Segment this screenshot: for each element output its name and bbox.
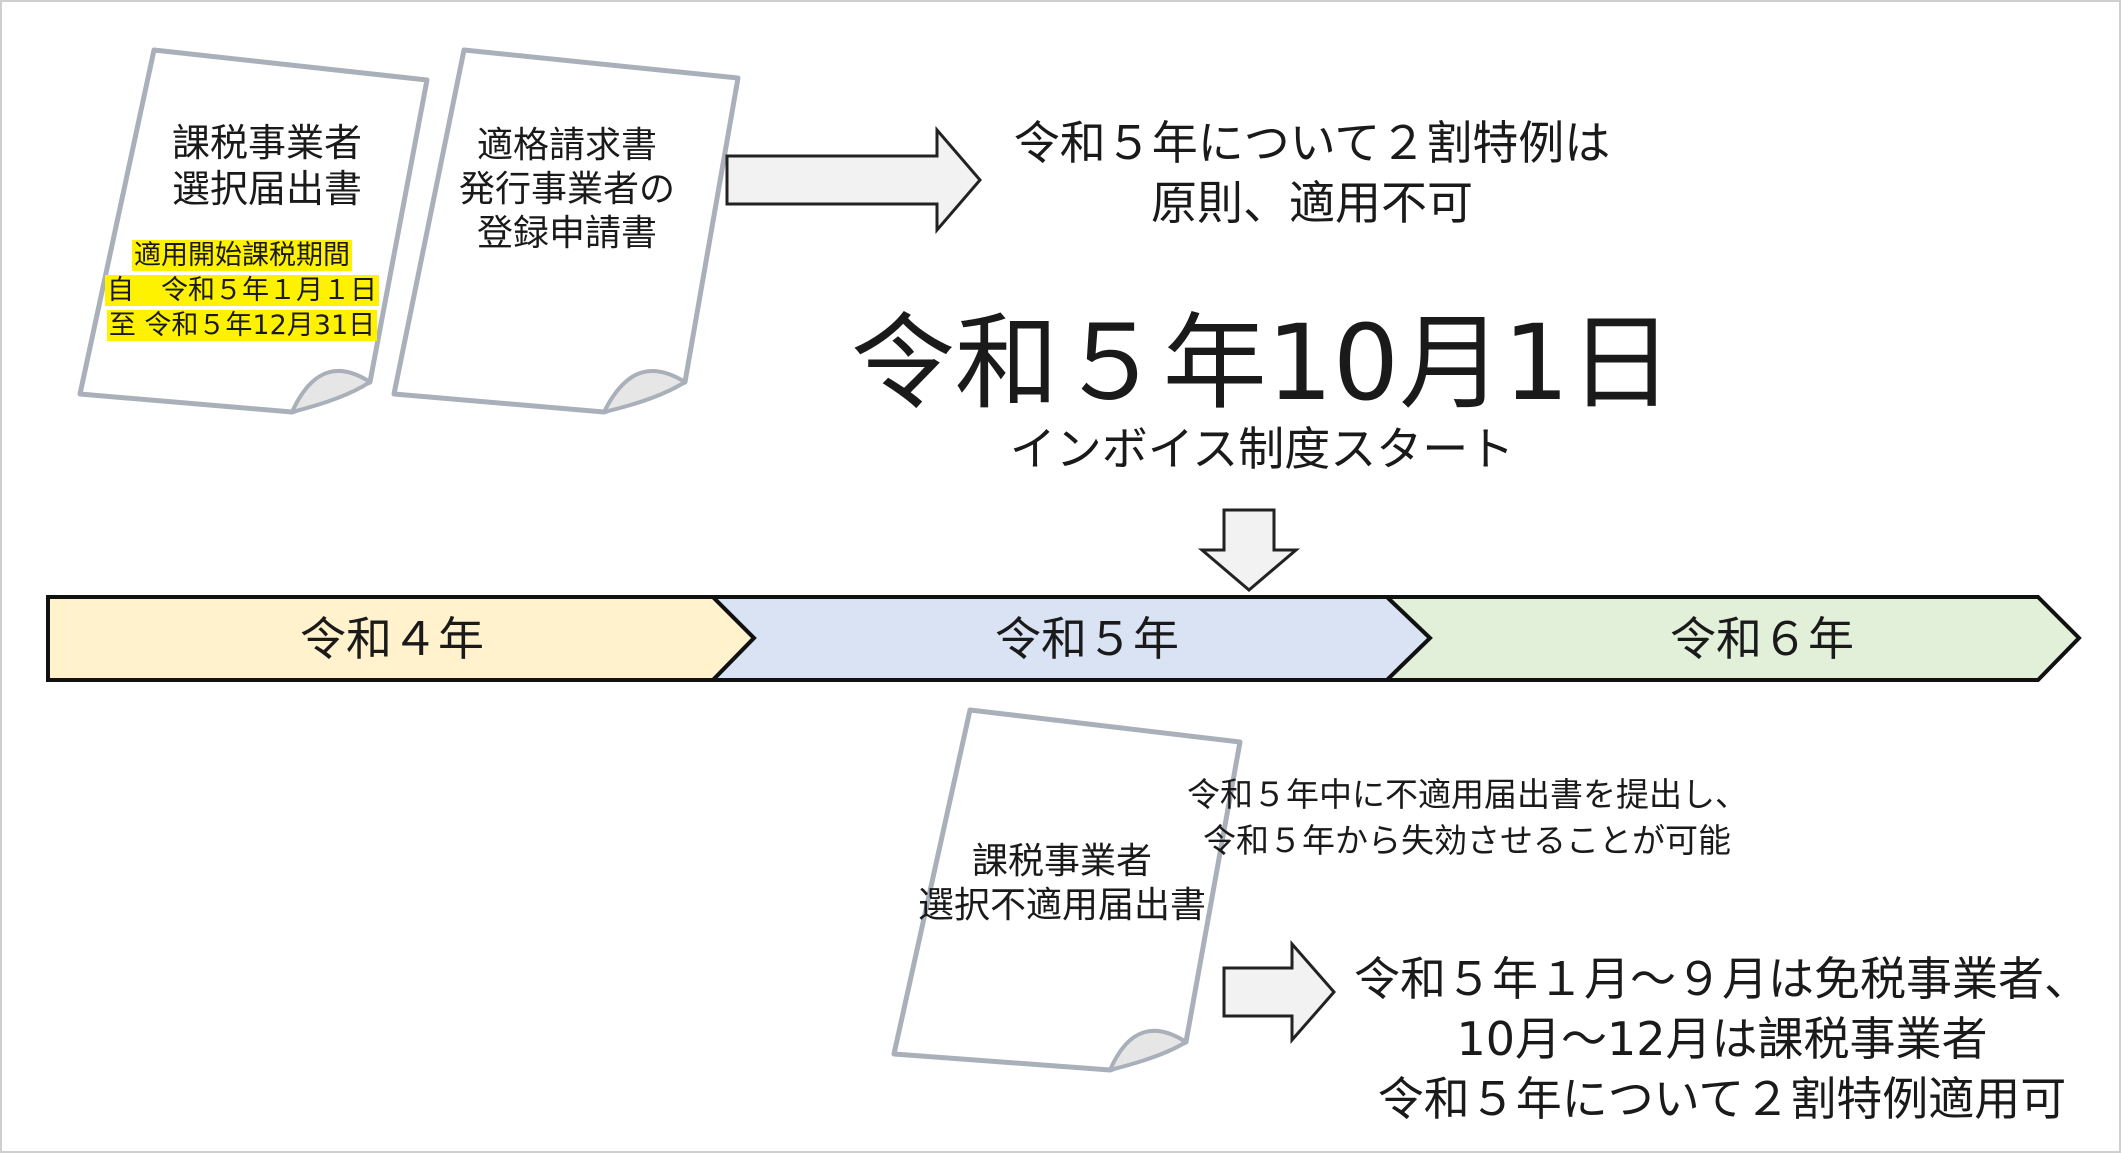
document-title-nonapplication: 課税事業者 選択不適用届出書 [912,840,1212,928]
document-shape-nonapplication [891,707,1243,1073]
result-line: 10月～12月は課税事業者 [1456,1011,1988,1066]
document-title-registration: 適格請求書 発行事業者の 登録申請書 [442,124,692,256]
bottom-result-text: 令和５年１月～９月は免税事業者、 10月～12月は課税事業者 令和５年について２… [1332,950,2112,1129]
note-line: 令和５年中に不適用届出書を提出し、 [1187,775,1748,814]
document-title-line: 発行事業者の [458,168,675,210]
document-title-line: 選択不適用届出書 [917,884,1206,926]
document-title-line: 登録申請書 [476,212,657,254]
note-line: 令和５年から失効させることが可能 [1203,821,1731,861]
document-title-line: 適格請求書 [476,125,657,166]
document-shape-tax-selection [77,47,430,415]
arrow-right-icon [725,125,982,235]
result-line: 令和５年について２割特例は [1013,116,1611,170]
document-title-tax-selection: 課税事業者 選択届出書 [122,120,412,213]
result-line: 原則、適用不可 [1151,175,1473,230]
result-line: 令和５年１月～９月は免税事業者、 [1354,952,2090,1006]
document-title-line: 選択届出書 [171,167,362,212]
event-date-heading: 令和５年10月1日 [850,302,1674,424]
period-line: 適用開始課税期間 [132,240,352,271]
timeline-phase-label: 令和６年 [1670,612,1854,666]
timeline-phase-shape-3 [1382,595,2082,682]
arrow-down-icon [1197,508,1301,592]
arrow-right-icon [1222,940,1336,1044]
document-title-line: 課税事業者 [971,841,1152,882]
document-title-line: 課税事業者 [171,121,362,165]
applicable-period: 適用開始課税期間 自 令和５年１月１日 至 令和５年12月31日 [102,238,382,343]
timeline-phase-label: 令和４年 [300,612,484,666]
period-line: 至 令和５年12月31日 [106,310,378,342]
period-line: 自 令和５年１月１日 [105,275,379,307]
result-line: 令和５年について２割特例適用可 [1377,1071,2067,1126]
note-text: 令和５年中に不適用届出書を提出し、 令和５年から失効させることが可能 [1187,772,1748,864]
event-subtitle: インボイス制度スタート [1009,422,1515,476]
top-result-text: 令和５年について２割特例は 原則、適用不可 [962,114,1662,234]
document-shape-registration [391,47,741,415]
timeline-phase-label: 令和５年 [995,612,1179,666]
